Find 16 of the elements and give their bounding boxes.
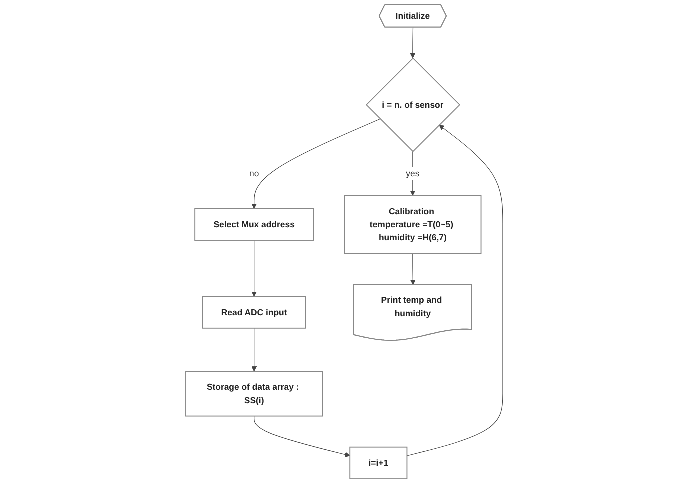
node-box: Storage of data array : SS(i) [186, 371, 324, 417]
node-box: Select Mux address [194, 208, 314, 241]
arrow [410, 253, 416, 286]
arrow [410, 27, 416, 59]
node-box: Read ADC input [202, 296, 306, 329]
node-diamond: i = n. of sensor [366, 58, 461, 152]
arrow [252, 118, 381, 210]
arrow [252, 240, 258, 297]
edge-label: no [249, 168, 260, 178]
node-box: Calibration temperature =T(0~5) humidity =H(6,7) [344, 195, 482, 254]
arrow [406, 124, 504, 456]
arrow [254, 416, 350, 458]
edge-label: yes [406, 168, 420, 178]
arrow [252, 328, 258, 372]
arrow [410, 151, 416, 196]
node-box: i=i+1 [350, 446, 408, 480]
